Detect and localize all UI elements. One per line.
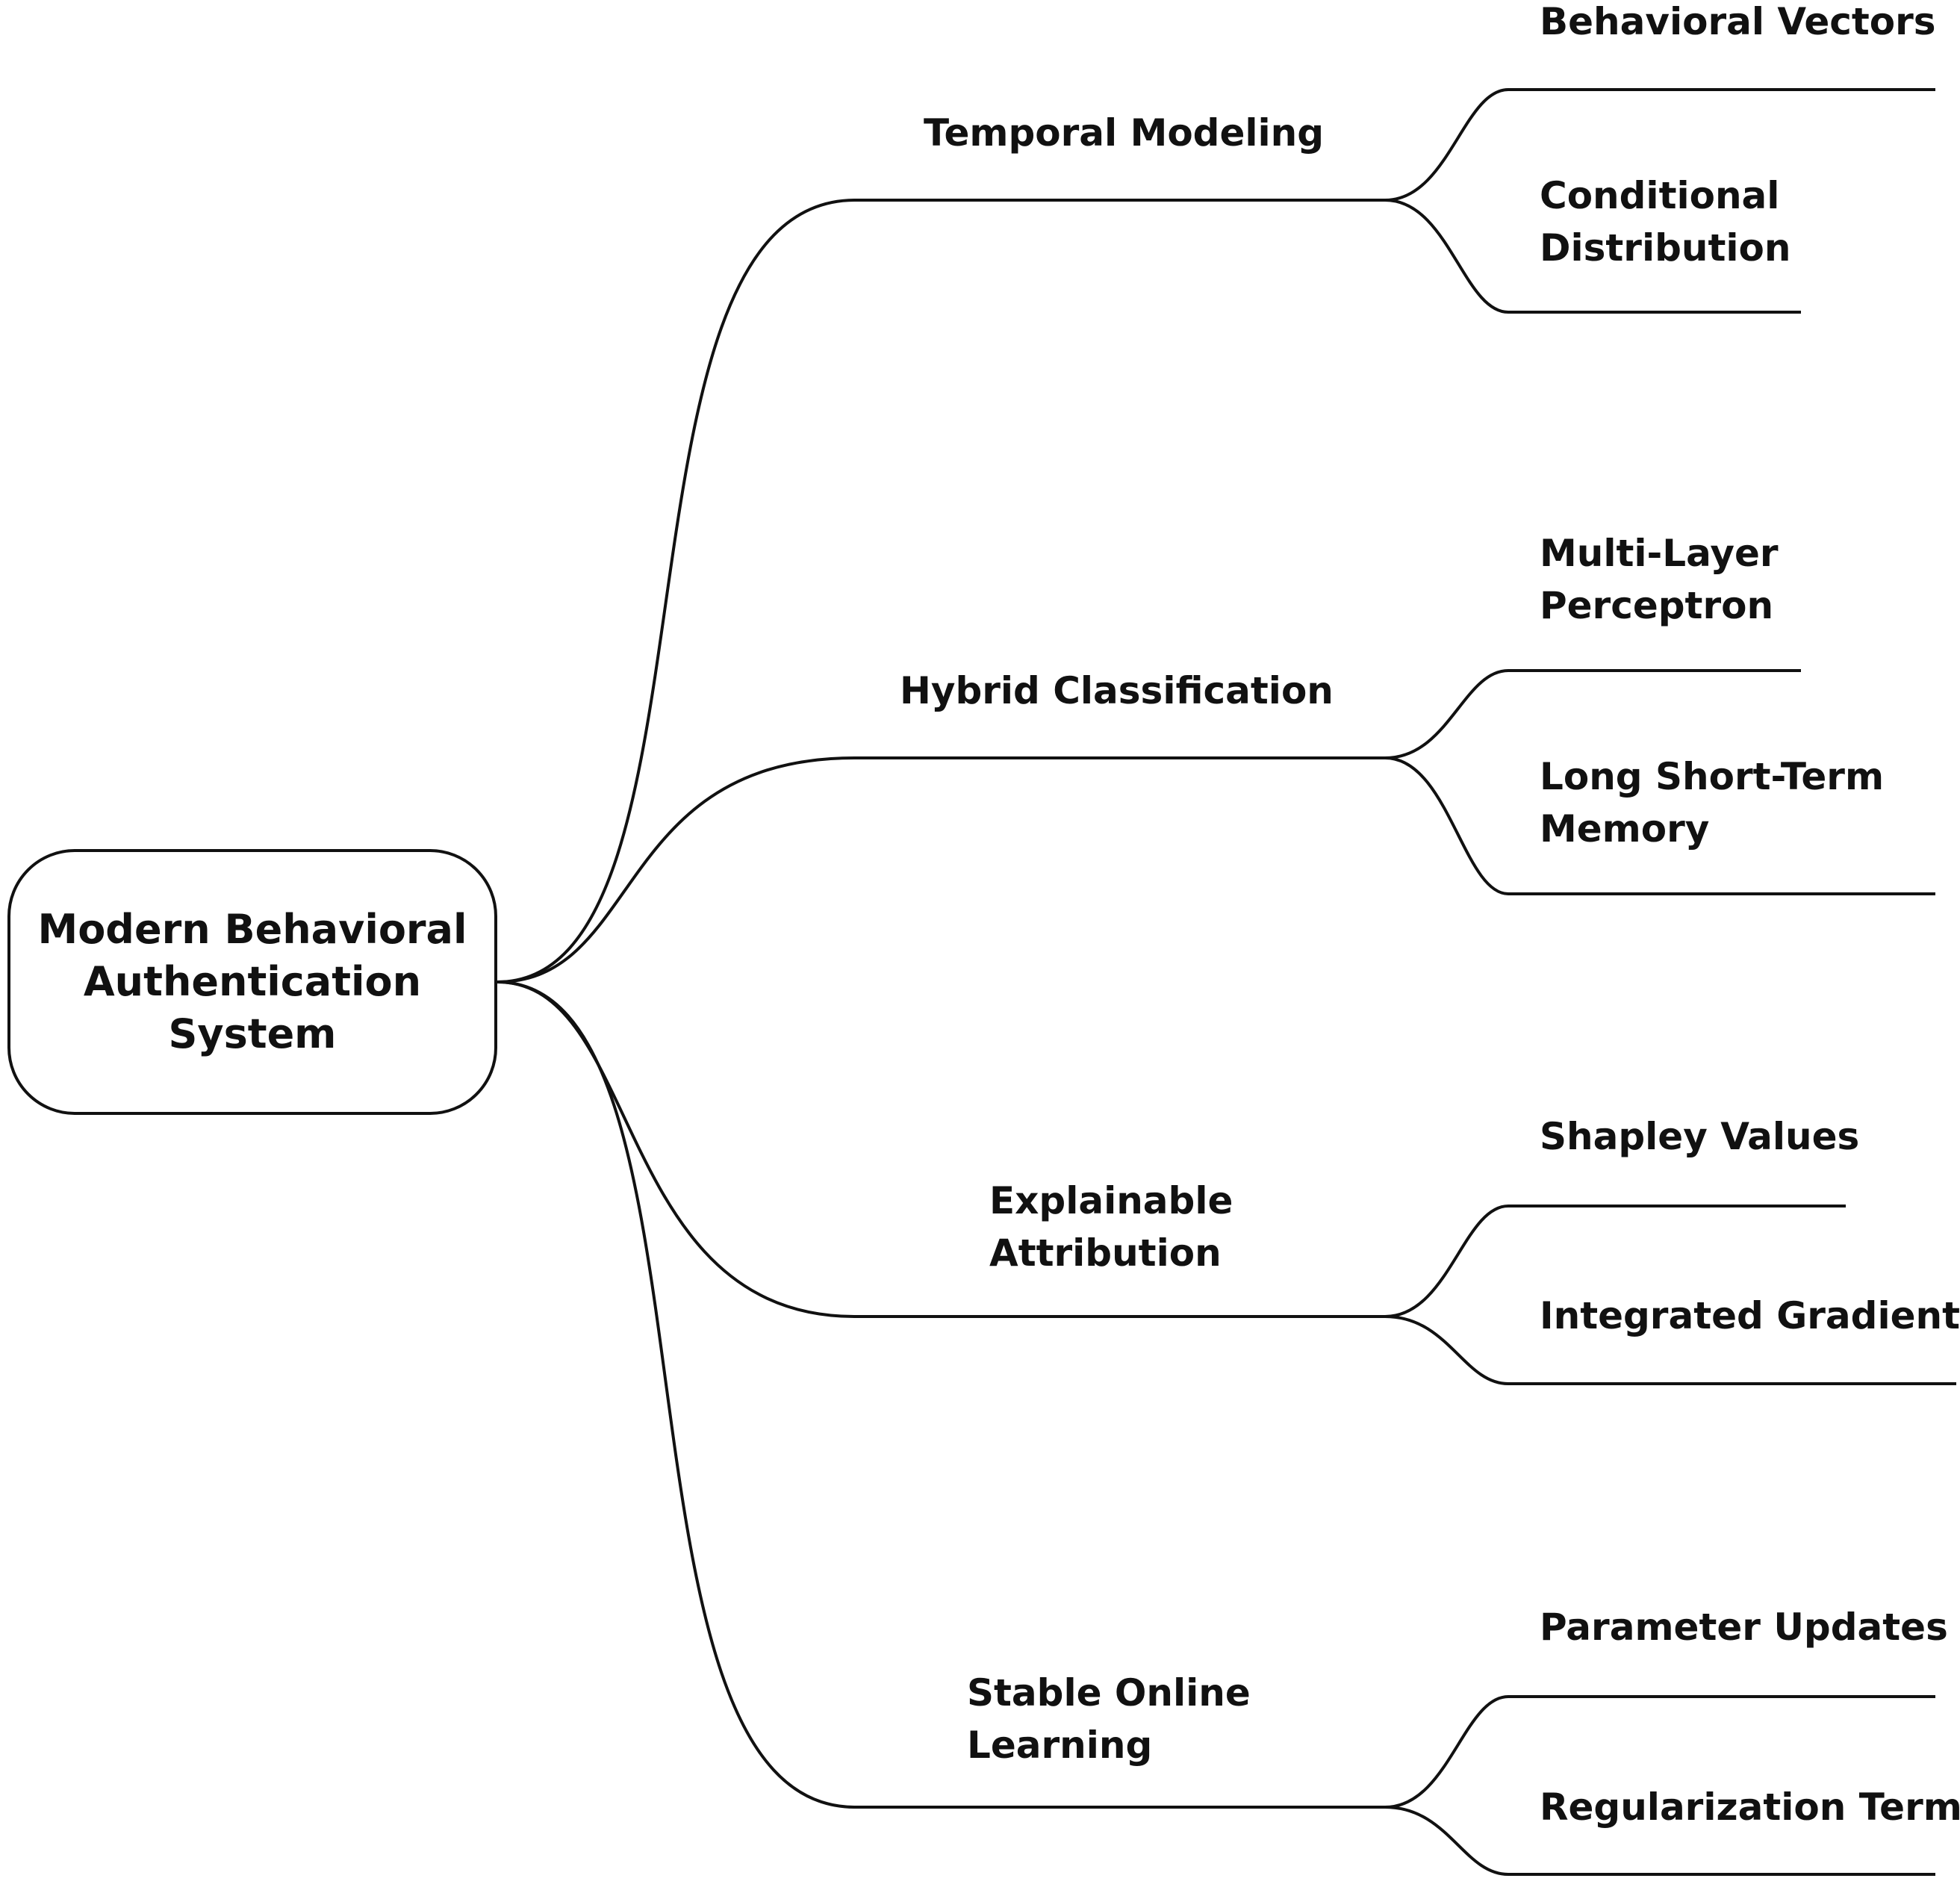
leaf-label-line: Integrated Gradients — [1540, 1294, 1960, 1337]
leaf-label-line: Distribution — [1540, 226, 1791, 270]
connector-root-stable-online-learning — [497, 980, 856, 1809]
leaf-label-conditional-distribution: Conditional Distribution — [1540, 170, 1791, 274]
leaf-label-long-short-term-memory: Long Short-Term Memory — [1540, 750, 1884, 855]
branch-label-line: Attribution — [989, 1231, 1222, 1275]
connector-root-explainable-attribution — [497, 980, 856, 1318]
leaf-label-line: Memory — [1540, 807, 1710, 851]
connector-long-short-term-memory — [1384, 756, 1509, 895]
branch-label-hybrid-classification: Hybrid Classification — [900, 665, 1334, 717]
connector-integrated-gradients — [1384, 1315, 1509, 1385]
leaf-label-behavioral-vectors: Behavioral Vectors — [1540, 0, 1936, 48]
branch-label-stable-online-learning: Stable Online Learning — [967, 1667, 1251, 1771]
branch-label-line: Temporal Modeling — [924, 111, 1325, 155]
connector-regularization-term — [1384, 1806, 1509, 1876]
leaf-label-line: Multi-Layer — [1540, 532, 1779, 575]
leaf-label-parameter-updates: Parameter Updates — [1540, 1601, 1948, 1653]
leaf-label-multi-layer-perceptron: Multi-Layer Perceptron — [1540, 527, 1779, 632]
root-label-line: Modern Behavioral — [37, 906, 467, 953]
root-label: Modern Behavioral Authentication System — [37, 904, 467, 1060]
connector-conditional-distribution — [1384, 199, 1509, 314]
connector-multi-layer-perceptron — [1384, 669, 1509, 759]
connector-shapley-values — [1384, 1205, 1509, 1318]
branch-label-line: Stable Online — [967, 1671, 1251, 1715]
branch-label-explainable-attribution: Explainable Attribution — [989, 1175, 1233, 1279]
leaf-label-line: Perceptron — [1540, 584, 1774, 627]
branch-label-temporal-modeling: Temporal Modeling — [924, 107, 1324, 159]
leaf-label-line: Behavioral Vectors — [1540, 0, 1936, 43]
leaf-label-integrated-gradients: Integrated Gradients — [1540, 1290, 1960, 1342]
leaf-label-line: Conditional — [1540, 174, 1780, 217]
leaf-label-shapley-values: Shapley Values — [1540, 1110, 1859, 1163]
leaf-label-line: Shapley Values — [1540, 1115, 1860, 1158]
leaf-label-line: Long Short-Term — [1540, 755, 1885, 798]
branch-label-line: Hybrid Classification — [900, 669, 1334, 712]
leaf-label-line: Regularization Term — [1540, 1785, 1960, 1829]
root-node: Modern Behavioral Authentication System — [7, 849, 497, 1115]
leaf-label-line: Parameter Updates — [1540, 1606, 1948, 1649]
leaf-label-regularization-term: Regularization Term — [1540, 1781, 1960, 1833]
connector-root-hybrid-classification — [497, 756, 856, 983]
branch-label-line: Explainable — [989, 1179, 1233, 1222]
connector-behavioral-vectors — [1384, 88, 1509, 202]
root-label-line: System — [168, 1010, 337, 1057]
connector-parameter-updates — [1384, 1695, 1509, 1809]
connector-root-temporal-modeling — [497, 199, 856, 983]
root-label-line: Authentication — [83, 958, 422, 1005]
branch-label-line: Learning — [967, 1724, 1153, 1767]
